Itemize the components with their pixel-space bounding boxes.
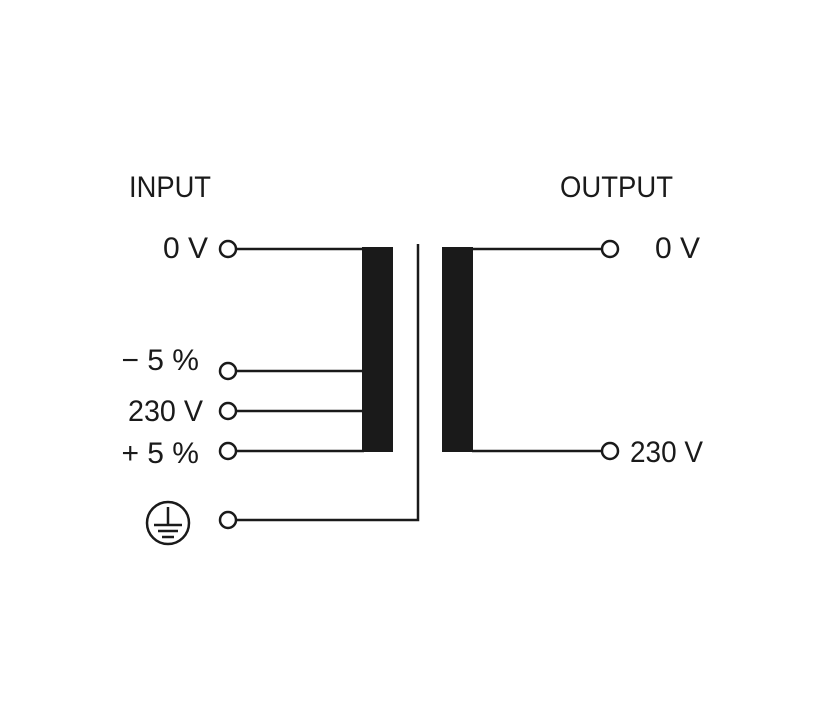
input-label-plus5: + 5 % bbox=[121, 437, 199, 470]
primary-winding bbox=[362, 247, 393, 452]
terminal-ground bbox=[218, 510, 238, 530]
terminal-input-230v bbox=[218, 401, 238, 421]
terminal-input-minus5 bbox=[218, 361, 238, 381]
protective-earth-icon bbox=[145, 500, 191, 546]
input-label-minus5: − 5 % bbox=[121, 344, 199, 377]
input-label-0v: 0 V bbox=[163, 232, 208, 265]
terminal-output-0v bbox=[600, 239, 620, 259]
terminal-input-plus5 bbox=[218, 441, 238, 461]
wire-ground-shield bbox=[236, 244, 420, 522]
secondary-winding bbox=[442, 247, 473, 452]
wires bbox=[236, 244, 602, 522]
output-label-230v: 230 V bbox=[630, 436, 703, 469]
input-title: INPUT bbox=[129, 171, 211, 204]
terminal-output-230v bbox=[600, 441, 620, 461]
output-title: OUTPUT bbox=[560, 171, 673, 204]
terminal-input-0v bbox=[218, 239, 238, 259]
output-label-0v: 0 V bbox=[655, 232, 700, 265]
input-label-230v: 230 V bbox=[128, 395, 203, 428]
